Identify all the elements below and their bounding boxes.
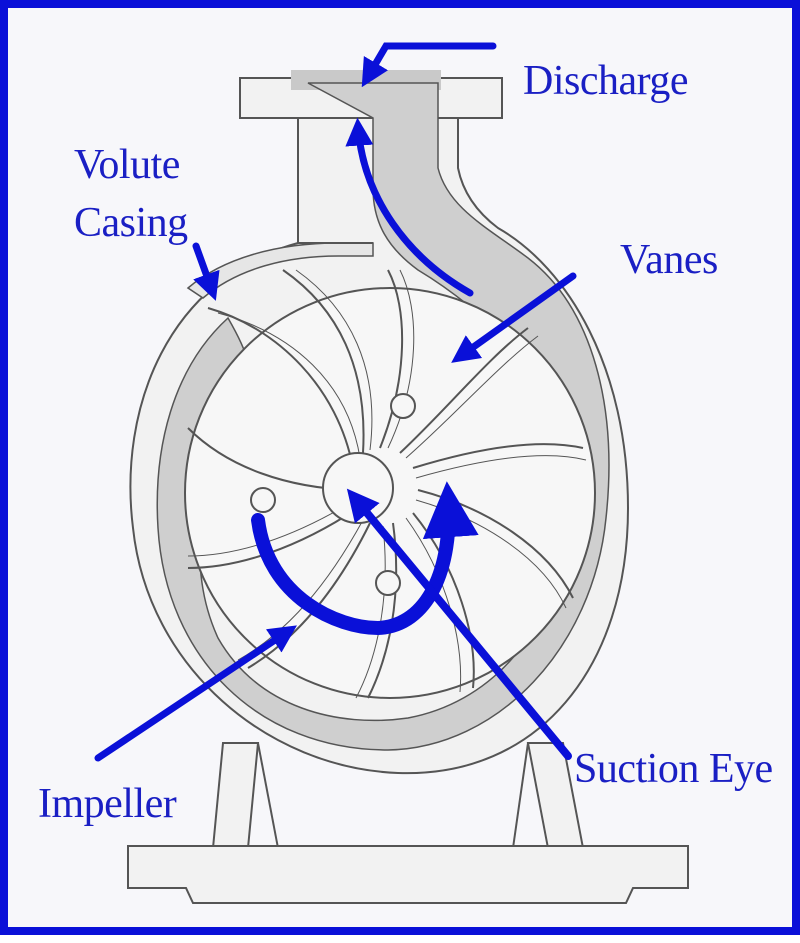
volute-casing-label: Volute Casing: [74, 136, 188, 252]
suction-eye-label: Suction Eye: [574, 748, 773, 790]
impeller-label: Impeller: [38, 783, 176, 825]
discharge-label: Discharge: [523, 60, 688, 102]
vanes-label: Vanes: [620, 239, 718, 281]
volute-casing-label-line1: Volute: [74, 136, 188, 194]
volute-casing-label-line2: Casing: [74, 194, 188, 252]
suction-eye: [323, 453, 393, 523]
